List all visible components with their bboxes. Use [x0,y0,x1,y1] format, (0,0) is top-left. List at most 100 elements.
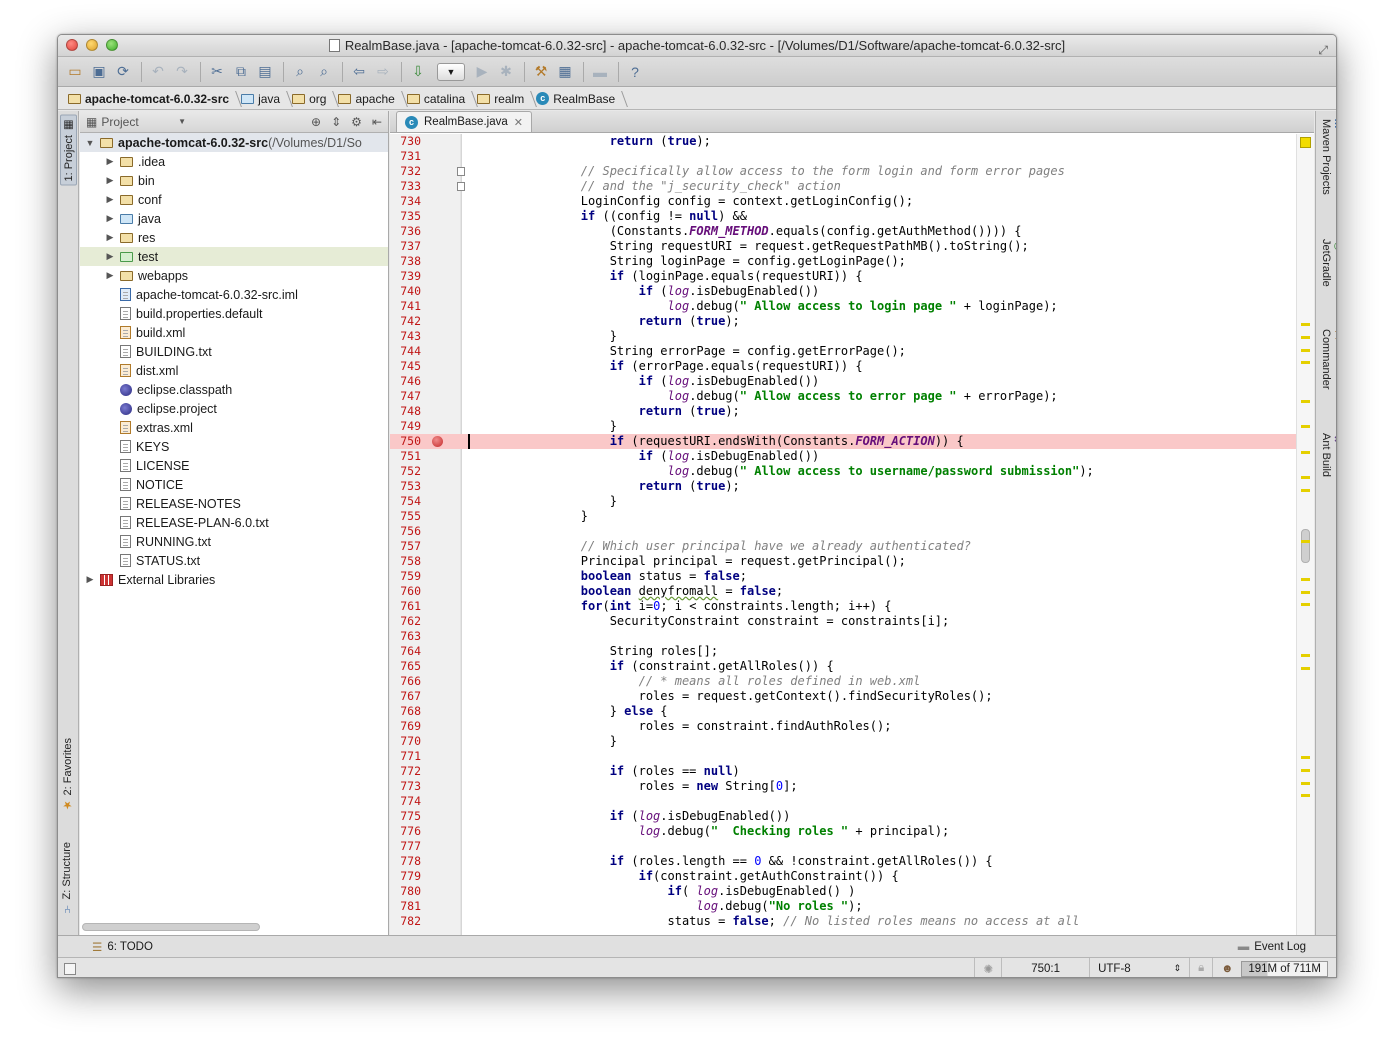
breadcrumb-realm[interactable]: realm [475,89,534,109]
breadcrumb-java[interactable]: java [239,89,290,109]
tab-event-log[interactable]: ▬Event Log [1237,940,1306,953]
encoding-selector[interactable]: UTF-8⇕ [1089,957,1189,977]
tree-item[interactable]: ▶.idea [80,152,388,171]
collapsed-arrow-icon[interactable]: ▶ [106,251,114,261]
warning-marker[interactable] [1301,489,1310,492]
fold-marker-icon[interactable] [457,167,465,176]
cut-icon[interactable]: ✂ [211,63,223,79]
code-line[interactable]: 764 String roles[]; [390,644,1296,659]
tree-item[interactable]: build.properties.default [80,304,388,323]
code-line[interactable]: 773 roles = new String[0]; [390,779,1296,794]
tree-item[interactable]: eclipse.project [80,399,388,418]
open-folder-icon[interactable]: ▭ [68,63,82,79]
warning-marker[interactable] [1301,654,1310,657]
tree-item[interactable]: BUILDING.txt [80,342,388,361]
code-line[interactable]: 761 for(int i=0; i < constraints.length;… [390,599,1296,614]
tree-item[interactable]: RUNNING.txt [80,532,388,551]
redo-icon[interactable]: ↷ [176,63,188,79]
code-line[interactable]: 732 // Specifically allow access to the … [390,164,1296,179]
run-config-dropdown[interactable]: ▼ [437,62,465,81]
code-line[interactable]: 733 // and the "j_security_check" action [390,179,1296,194]
project-view-selector[interactable]: ▦Project▼ [86,114,186,129]
code-line[interactable]: 745 if (errorPage.equals(requestURI)) { [390,359,1296,374]
tree-root[interactable]: ▼apache-tomcat-6.0.32-src (/Volumes/D1/S… [80,133,388,152]
tree-item[interactable]: ▶webapps [80,266,388,285]
code-line[interactable]: 782 status = false; // No listed roles m… [390,914,1296,929]
code-line[interactable]: 744 String errorPage = config.getErrorPa… [390,344,1296,359]
collapsed-arrow-icon[interactable]: ▶ [106,213,114,223]
vertical-scrollbar-thumb[interactable] [1301,529,1310,563]
code-line[interactable]: 754 } [390,494,1296,509]
back-icon[interactable]: ⇦ [353,63,365,79]
settings-icon[interactable]: ⚒ [534,63,548,79]
read-only-lock-icon[interactable]: 🔒︎ [1189,957,1212,977]
code-line[interactable]: 775 if (log.isDebugEnabled()) [390,809,1296,824]
tree-item[interactable]: ▶test [80,247,388,266]
warning-marker[interactable] [1301,425,1310,428]
code-line[interactable]: 740 if (log.isDebugEnabled()) [390,284,1296,299]
synchronize-icon[interactable]: ⟳ [117,63,129,79]
code-line[interactable]: 742 return (true); [390,314,1296,329]
memory-indicator[interactable]: 191M of 711M [1241,960,1328,977]
tree-item[interactable]: build.xml [80,323,388,342]
code-line[interactable]: 768 } else { [390,704,1296,719]
collapsed-arrow-icon[interactable]: ▶ [106,270,114,280]
warning-marker[interactable] [1301,591,1310,594]
tree-item[interactable]: extras.xml [80,418,388,437]
make-project-icon[interactable]: ⇩ [412,63,424,79]
tree-item[interactable]: ▶bin [80,171,388,190]
tree-item[interactable]: ▶java [80,209,388,228]
find-icon[interactable]: ⌕ [296,63,304,79]
code-line[interactable]: 749 } [390,419,1296,434]
tab-commander[interactable]: ♜Commander [1320,329,1336,390]
collapsed-arrow-icon[interactable]: ▶ [86,574,94,584]
breadcrumb-org[interactable]: org [290,89,336,109]
minimize-window-button[interactable] [86,39,98,51]
code-line[interactable]: 771 [390,749,1296,764]
breakpoint-icon[interactable] [432,436,443,447]
code-line[interactable]: 751 if (log.isDebugEnabled()) [390,449,1296,464]
line-gutter[interactable] [390,134,462,935]
code-line[interactable]: 776 log.debug(" Checking roles " + princ… [390,824,1296,839]
breadcrumb-project[interactable]: apache-tomcat-6.0.32-src [66,89,239,109]
warning-marker[interactable] [1301,476,1310,479]
warning-marker[interactable] [1301,769,1310,772]
code-line[interactable]: 747 log.debug(" Allow access to error pa… [390,389,1296,404]
caret-position[interactable]: 750:1 [1001,957,1089,977]
code-line[interactable]: 766 // * means all roles defined in web.… [390,674,1296,689]
collapsed-arrow-icon[interactable]: ▶ [106,194,114,204]
tree-item[interactable]: NOTICE [80,475,388,494]
code-line[interactable]: 765 if (constraint.getAllRoles()) { [390,659,1296,674]
code-line[interactable]: 774 [390,794,1296,809]
code-line[interactable]: 756 [390,524,1296,539]
tab-ant-build[interactable]: ✱Ant Build [1320,433,1336,477]
warning-marker[interactable] [1301,603,1310,606]
fold-marker-icon[interactable] [457,182,465,191]
tree-item[interactable]: ▶conf [80,190,388,209]
copy-icon[interactable]: ⧉ [236,63,246,79]
tree-item[interactable]: LICENSE [80,456,388,475]
tree-item[interactable]: apache-tomcat-6.0.32-src.iml [80,285,388,304]
tab-project[interactable]: 1: Project ▦ [60,115,77,186]
debug-icon[interactable]: ✱ [500,63,512,79]
undo-icon[interactable]: ↶ [152,63,164,79]
scroll-from-source-icon[interactable]: ⊕ [311,114,322,129]
forward-icon[interactable]: ⇨ [377,63,389,79]
code-line[interactable]: 753 return (true); [390,479,1296,494]
code-line[interactable]: 738 String loginPage = config.getLoginPa… [390,254,1296,269]
code-line[interactable]: 748 return (true); [390,404,1296,419]
code-line[interactable]: 762 SecurityConstraint constraint = cons… [390,614,1296,629]
inspector-icon[interactable]: ☻ [1212,957,1241,977]
tab-structure[interactable]: ⑂ Z: Structure [61,842,73,914]
project-structure-icon[interactable]: ▦ [558,63,572,79]
warning-marker[interactable] [1301,361,1310,364]
code-line[interactable]: 731 [390,149,1296,164]
code-line[interactable]: 750 if (requestURI.endsWith(Constants.FO… [390,434,1296,449]
warning-marker[interactable] [1301,349,1310,352]
warning-marker[interactable] [1301,336,1310,339]
code-line[interactable]: 757 // Which user principal have we alre… [390,539,1296,554]
help-icon[interactable]: ? [631,63,639,80]
